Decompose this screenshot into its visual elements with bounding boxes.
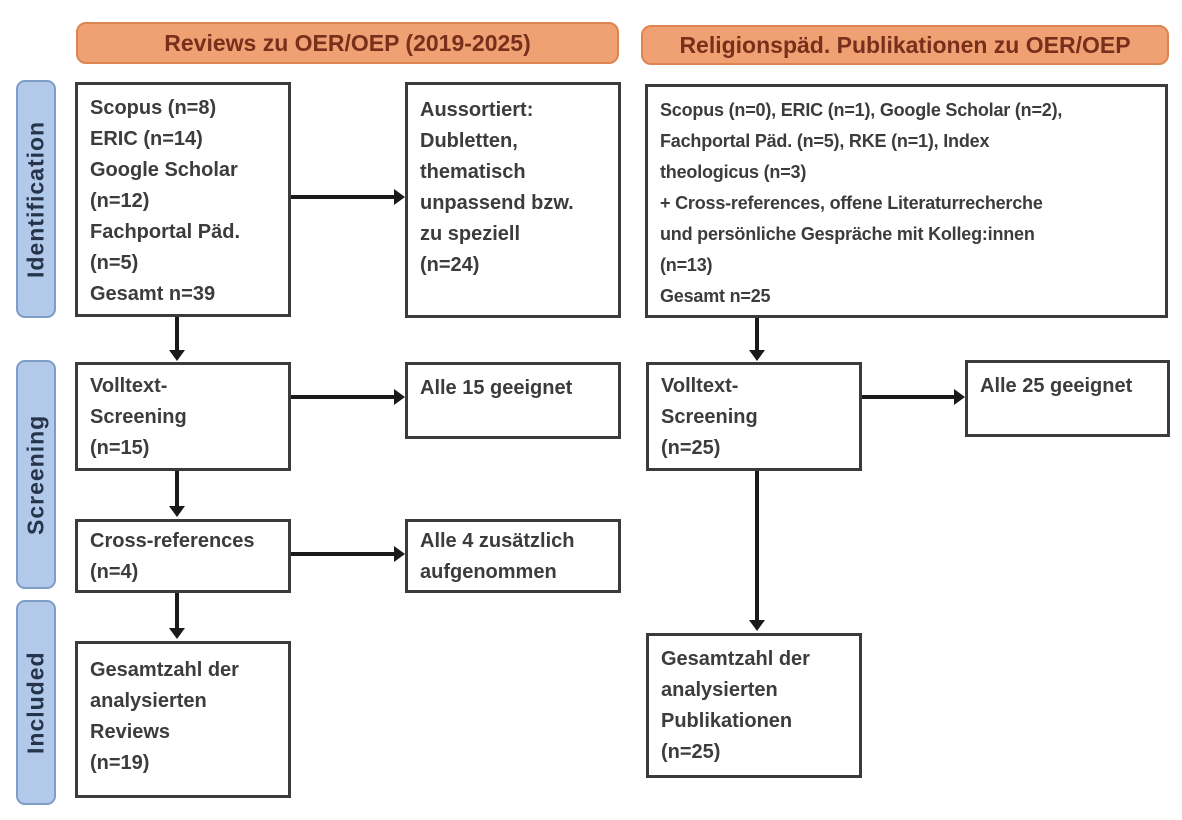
arrow-relpaed-volltext-to-alle25 <box>862 389 965 405</box>
text-line: (n=5) <box>90 252 139 274</box>
text-line: Gesamtzahl der <box>661 648 810 670</box>
text-line: aufgenommen <box>420 561 557 583</box>
box-alle-15: Alle 15 geeignet <box>405 362 621 439</box>
text-line: unpassend bzw. <box>420 192 574 214</box>
arrow-crossref-to-alle4 <box>291 546 405 562</box>
text-line: + Cross-references, offene Literaturrech… <box>660 193 1043 213</box>
column-header-relpaed: Religionspäd. Publikationen zu OER/OEP <box>641 25 1169 65</box>
arrow-sources-to-volltext <box>169 317 185 361</box>
text-line: (n=13) <box>660 255 713 275</box>
text-line: Screening <box>661 406 758 428</box>
text-line: thematisch <box>420 161 526 183</box>
text-line: Google Scholar <box>90 159 238 181</box>
text-line: Scopus (n=0), ERIC (n=1), Google Scholar… <box>660 100 1063 120</box>
box-volltext-relpaed: Volltext- Screening (n=25) <box>646 362 862 471</box>
box-alle-4: Alle 4 zusätzlich aufgenommen <box>405 519 621 593</box>
text-line: (n=19) <box>90 752 150 774</box>
column-header-reviews: Reviews zu OER/OEP (2019-2025) <box>76 22 619 64</box>
text-line: Volltext- <box>90 375 168 397</box>
text-line: und persönliche Gespräche mit Kolleg:inn… <box>660 224 1035 244</box>
stage-label-screening: Screening <box>16 360 56 589</box>
text-line: Aussortiert: <box>420 99 534 121</box>
arrow-relpaed-sources-to-volltext <box>749 318 765 361</box>
text-line: Fachportal Päd. <box>90 221 241 243</box>
text-line: (n=12) <box>90 190 150 212</box>
text-line: Gesamt n=39 <box>90 283 216 305</box>
text-line: (n=24) <box>420 254 480 276</box>
text-line: ERIC (n=14) <box>90 128 203 150</box>
stage-label-included: Included <box>16 600 56 805</box>
arrow-sources-to-excluded <box>291 189 405 205</box>
text-line: Scopus (n=8) <box>90 97 217 119</box>
text-line: zu speziell <box>420 223 521 245</box>
arrow-crossref-to-included <box>169 593 185 639</box>
arrow-volltext-to-crossref <box>169 471 185 517</box>
text-line: Gesamt n=25 <box>660 286 771 306</box>
text-line: Reviews <box>90 721 171 743</box>
text-line: analysierten <box>90 690 207 712</box>
text-line: (n=15) <box>90 437 150 459</box>
box-included-relpaed: Gesamtzahl der analysierten Publikatione… <box>646 633 862 778</box>
text-line: Screening <box>90 406 187 428</box>
text-line: Publikationen <box>661 710 793 732</box>
box-volltext-reviews: Volltext- Screening (n=15) <box>75 362 291 471</box>
box-sources-relpaed: Scopus (n=0), ERIC (n=1), Google Scholar… <box>645 84 1168 318</box>
box-excluded: Aussortiert: Dubletten, thematisch unpas… <box>405 82 621 318</box>
box-sources-reviews: Scopus (n=8) ERIC (n=14) Google Scholar … <box>75 82 291 317</box>
text-line: Alle 15 geeignet <box>420 377 573 399</box>
box-alle-25: Alle 25 geeignet <box>965 360 1170 437</box>
text-line: (n=25) <box>661 437 721 459</box>
arrow-volltext-to-alle15 <box>291 389 405 405</box>
box-included-reviews: Gesamtzahl der analysierten Reviews (n=1… <box>75 641 291 798</box>
text-line: (n=25) <box>661 741 721 763</box>
text-line: Gesamtzahl der <box>90 659 239 681</box>
text-line: Alle 4 zusätzlich <box>420 530 575 552</box>
text-line: Fachportal Päd. (n=5), RKE (n=1), Index <box>660 131 990 151</box>
text-line: Dubletten, <box>420 130 518 152</box>
stage-label-identification: Identification <box>16 80 56 318</box>
text-line: Alle 25 geeignet <box>980 375 1133 397</box>
box-crossref: Cross-references (n=4) <box>75 519 291 593</box>
text-line: theologicus (n=3) <box>660 162 807 182</box>
text-line: Cross-references <box>90 530 255 552</box>
text-line: Volltext- <box>661 375 739 397</box>
text-line: (n=4) <box>90 561 139 583</box>
arrow-relpaed-volltext-to-included <box>749 471 765 631</box>
text-line: analysierten <box>661 679 778 701</box>
